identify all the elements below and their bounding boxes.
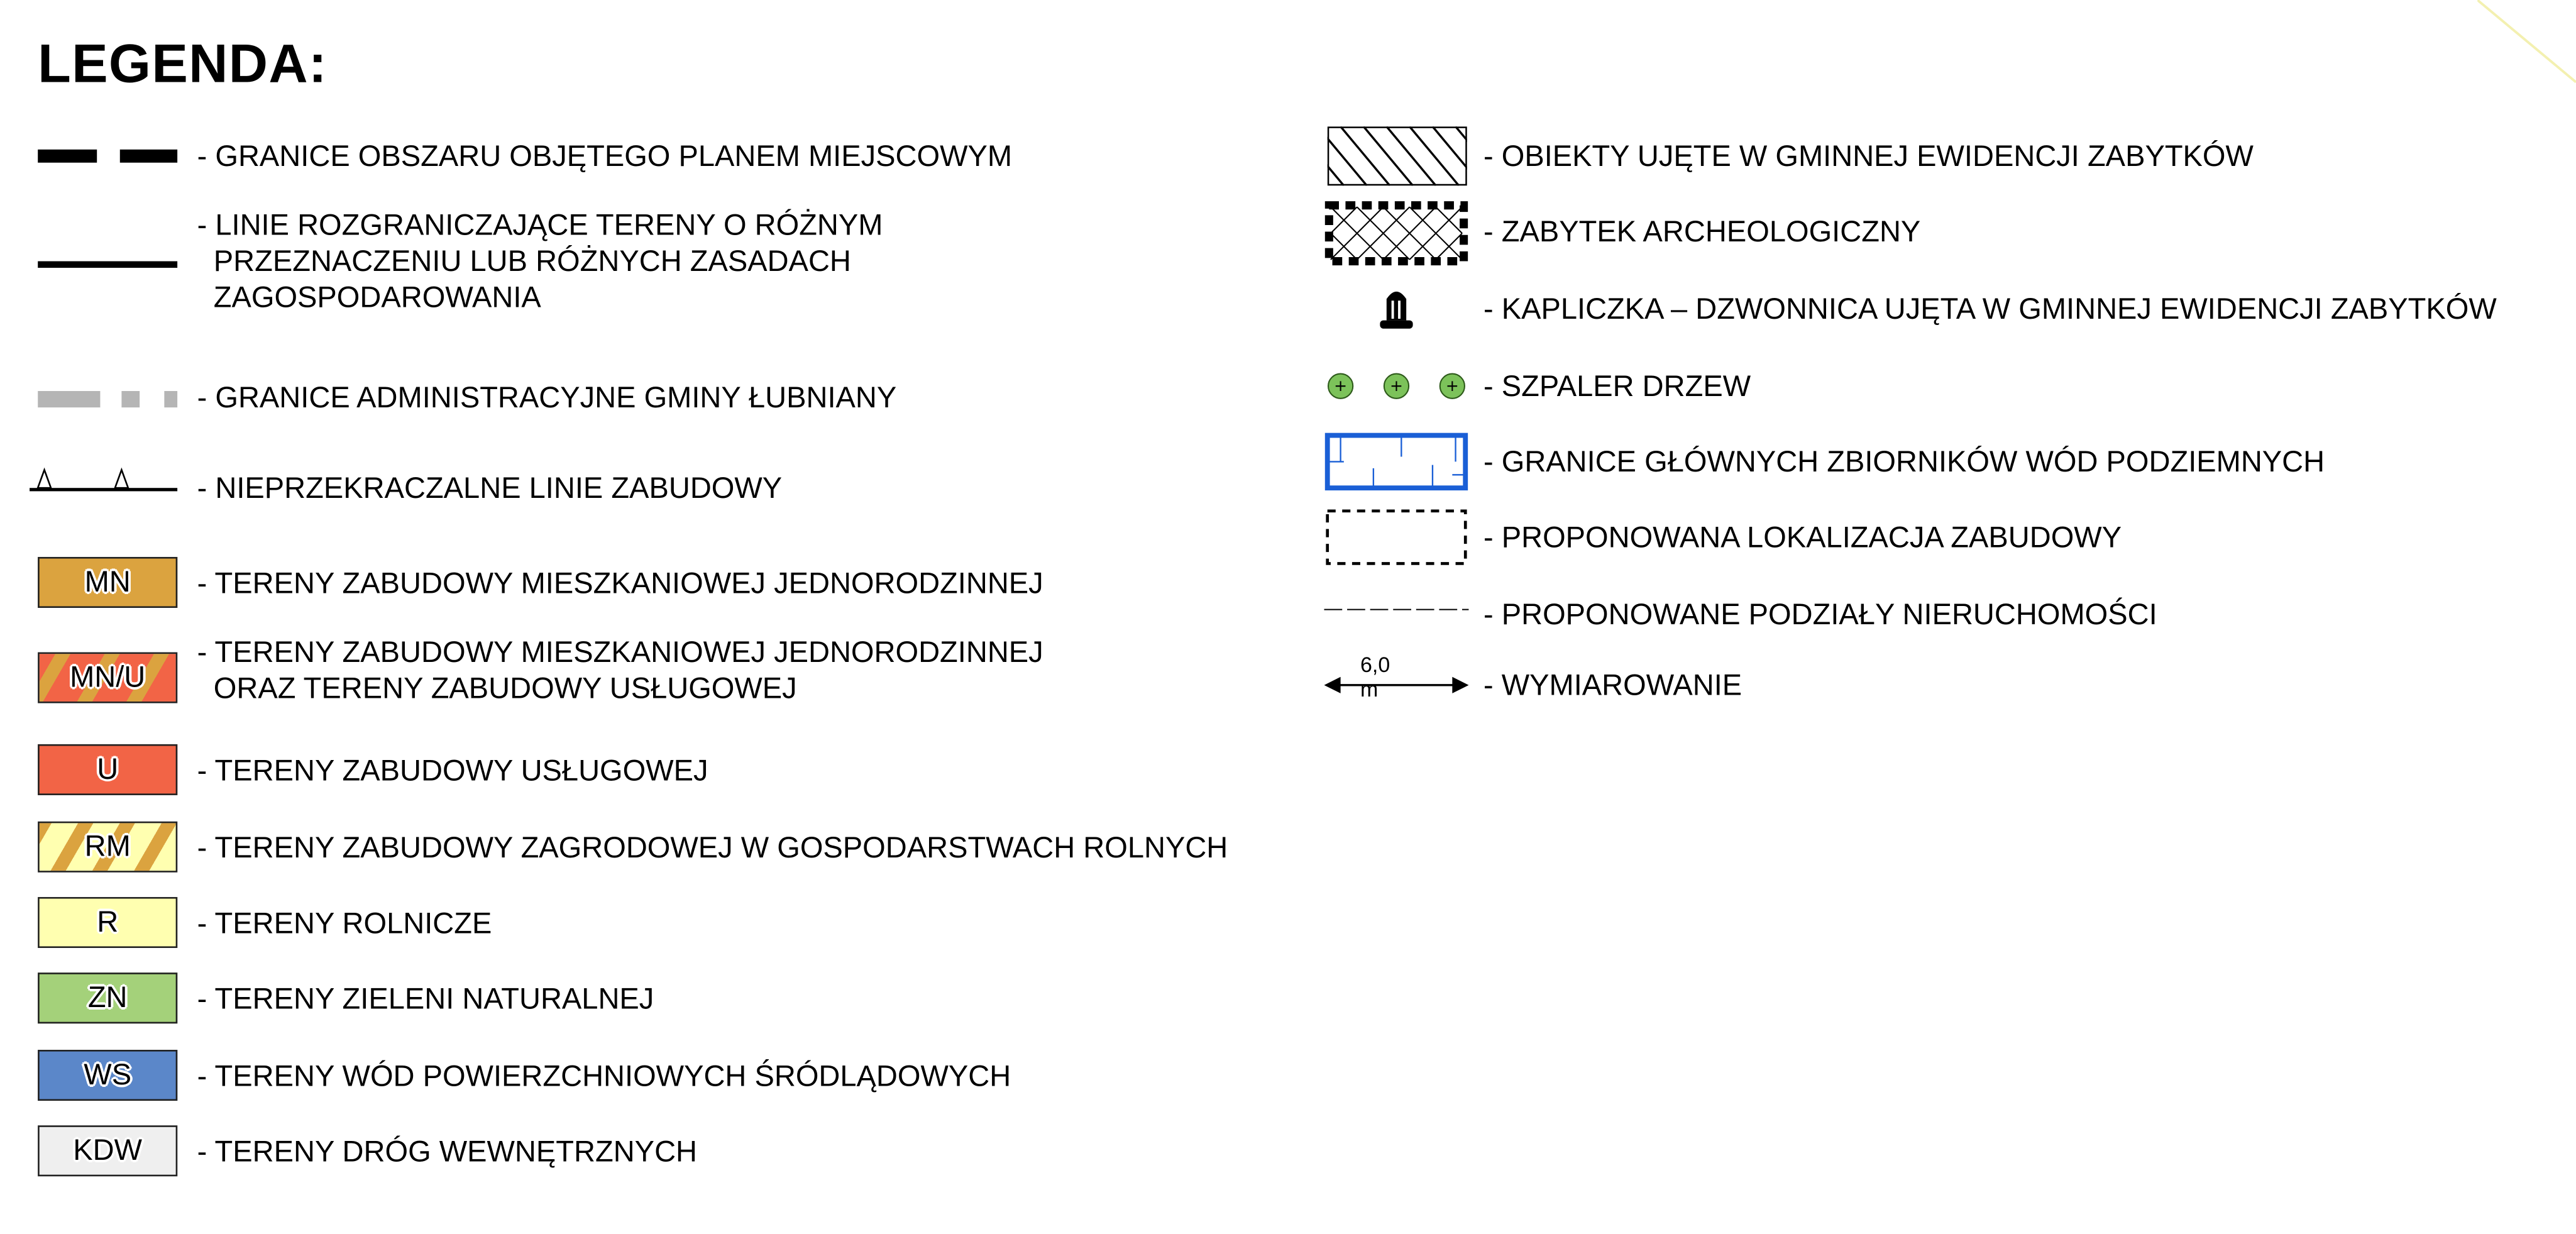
swatch-KDW: KDW (38, 1125, 178, 1177)
legend-label: - TERENY DRÓG WEWNĘTRZNYCH (197, 1135, 698, 1169)
swatch-MN-U: MN/U (38, 652, 178, 703)
legend-label: - TERENY ZABUDOWY USŁUGOWEJ (197, 754, 708, 787)
legend-label: - NIEPRZEKRACZALNE LINIE ZABUDOWY (197, 471, 783, 505)
triangle-line-icon (30, 467, 178, 492)
legend-label: - GRANICE OBSZARU OBJĘTEGO PLANEM MIEJSC… (197, 140, 1013, 173)
zone-code: KDW (73, 1133, 143, 1167)
dimension-arrow-icon (1324, 676, 1469, 693)
legend-label: - PROPONOWANA LOKALIZACJA ZABUDOWY (1483, 521, 2122, 554)
legend-label: - TERENY ZABUDOWY MIESZKANIOWEJ JEDNOROD… (197, 636, 1043, 705)
hatch-icon (1327, 126, 1467, 186)
thick-dashed-line-icon (38, 149, 178, 163)
zone-code: R (97, 905, 119, 939)
legend-label: - TERENY ZABUDOWY ZAGRODOWEJ W GOSPODARS… (197, 831, 1228, 864)
legend-label: - TERENY ROLNICZE (197, 906, 492, 940)
legend-label: - WYMIAROWANIE (1483, 668, 1742, 702)
legend-label: - TERENY ZIELENI NATURALNEJ (197, 982, 654, 1016)
corner-decoration (2477, 0, 2576, 84)
swatch-WS: WS (38, 1050, 178, 1101)
proposed-building-icon (1326, 509, 1467, 565)
archaeology-icon (1324, 201, 1468, 266)
legend-label: - OBIEKTY UJĘTE W GMINNEJ EWIDENCJI ZABY… (1483, 140, 2254, 173)
zone-code: WS (84, 1058, 132, 1091)
legend-label: - KAPLICZKA – DZWONNICA UJĘTA W GMINNEJ … (1483, 292, 2497, 326)
zone-code: ZN (87, 981, 128, 1014)
zone-code: MN/U (70, 660, 146, 693)
zone-code: U (97, 752, 119, 786)
aquifer-icon (1324, 432, 1468, 491)
swatch-U: U (38, 744, 178, 795)
legend-label: - TERENY ZABUDOWY MIESZKANIOWEJ JEDNOROD… (197, 566, 1043, 600)
swatch-R: R (38, 896, 178, 948)
zone-code: MN (84, 565, 131, 598)
tree-row-icon (1327, 373, 1465, 399)
legend-label: - GRANICE GŁÓWNYCH ZBIORNIKÓW WÓD PODZIE… (1483, 445, 2325, 478)
legend-label: - PROPONOWANE PODZIAŁY NIERUCHOMOŚCI (1483, 598, 2157, 631)
grey-dashed-line-icon (38, 391, 178, 408)
thin-dashed-line-icon (1324, 609, 1469, 610)
swatch-RM: RM (38, 821, 178, 873)
solid-line-icon (38, 261, 178, 268)
legend-label: - TERENY WÓD POWIERZCHNIOWYCH ŚRÓDLĄDOWY… (197, 1059, 1011, 1093)
legend-label: - SZPALER DRZEW (1483, 370, 1751, 403)
legend-label: - ZABYTEK ARCHEOLOGICZNY (1483, 215, 1921, 248)
legend-title: LEGENDA: (38, 33, 328, 94)
legend-label: - LINIE ROZGRANICZAJĄCE TERENY O RÓŻNYM … (197, 208, 883, 314)
zone-code: RM (84, 829, 131, 863)
dimension-label: 6,0 m (1360, 652, 1390, 702)
swatch-MN: MN (38, 556, 178, 608)
legend-label: - GRANICE ADMINISTRACYJNE GMINY ŁUBNIANY (197, 381, 897, 414)
chapel-icon (1380, 291, 1413, 329)
swatch-ZN: ZN (38, 972, 178, 1024)
